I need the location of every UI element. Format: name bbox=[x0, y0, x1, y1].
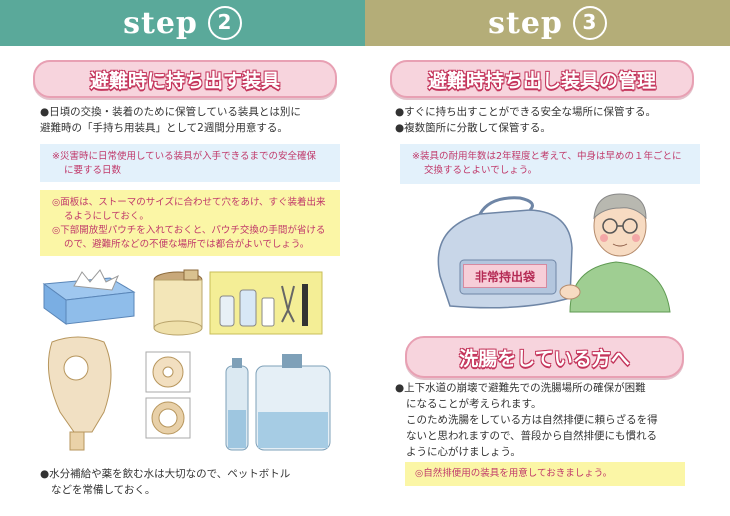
bag-label-text: 非常持出袋 bbox=[474, 269, 535, 284]
step2-bottom-line2: などを常備しておく。 bbox=[51, 484, 156, 496]
step3-header-number: 3 bbox=[572, 6, 607, 40]
jar-icon bbox=[153, 269, 203, 336]
backpack-icon bbox=[437, 196, 573, 309]
step3-para-line2: になることが考えられます。 bbox=[406, 398, 542, 410]
step2-tip2-line1: ◎下部開放型パウチを入れておくと、パウチ交換の手間が省ける bbox=[52, 225, 326, 236]
step2-header: step 2 bbox=[0, 0, 365, 46]
water-tank-icon bbox=[255, 354, 331, 451]
step2-bottom-line1: 水分補給や薬を飲む水は大切なので、ペットボトル bbox=[40, 468, 290, 480]
step2-bullet1: 日頃の交換・装着のために保管している装具とは別に 避難時の「手持ち用装具」として… bbox=[40, 104, 360, 136]
step2-title: 避難時に持ち出す装具 bbox=[33, 60, 337, 98]
step3-header: step 3 bbox=[365, 0, 730, 46]
pouch-icon bbox=[47, 336, 112, 451]
step3-title: 避難時持ち出し装具の管理 bbox=[390, 60, 694, 98]
tissue-box-icon bbox=[42, 269, 136, 325]
emergency-bag-illustration bbox=[437, 193, 671, 313]
step3-tip-text: ◎自然排便用の装具を用意しておきましょう。 bbox=[415, 468, 613, 479]
step2-note-line1: ※災害時に日常使用している装具が入手できるまでの安全確保 bbox=[52, 151, 316, 162]
step2-header-number: 2 bbox=[207, 6, 242, 40]
wafer-icon bbox=[145, 351, 191, 439]
step3-para-line5: ように心がけましょう。 bbox=[406, 446, 521, 458]
supplies-illustration bbox=[42, 269, 331, 451]
step3-note-line2: 交換するとよいでしょう。 bbox=[424, 165, 538, 176]
step2-tips: ◎面板は、ストーマのサイズに合わせて穴をあけ、すぐ装着出来 るようにしておく。 … bbox=[40, 190, 340, 256]
step2-bullet1-line2: 避難時の「手持ち用装具」として2週間分用意する。 bbox=[40, 122, 288, 134]
step3-title2-text: 洗腸をしている方へ bbox=[459, 347, 630, 370]
step3-bullet2: 複数箇所に分散して保管する。 bbox=[395, 122, 551, 134]
step3-para-line4: ないと思われますので、普段から自然排便にも慣れる bbox=[406, 430, 658, 442]
step3-title-text: 避難時持ち出し装具の管理 bbox=[427, 69, 656, 92]
step3-note: ※装具の耐用年数は2年程度と考えて、中身は早めの１年ごとに 交換するとよいでしょ… bbox=[400, 144, 700, 184]
step3-tip: ◎自然排便用の装具を用意しておきましょう。 bbox=[405, 462, 685, 486]
step3-bullet1: すぐに持ち出すことができる安全な場所に保管する。 bbox=[395, 106, 656, 118]
step2-tip2-line2: ので、避難所などの不便な場所では都合がよいでしょう。 bbox=[64, 239, 310, 250]
step2-note: ※災害時に日常使用している装具が入手できるまでの安全確保 に要する日数 bbox=[40, 144, 340, 182]
bag-label: 非常持出袋 bbox=[463, 264, 547, 288]
step2-tip1-line1: ◎面板は、ストーマのサイズに合わせて穴をあけ、すぐ装着出来 bbox=[52, 197, 326, 208]
step3-para-line1: 上下水道の崩壊で避難先での洗腸場所の確保が困難 bbox=[395, 382, 646, 394]
step3-bullets: すぐに持ち出すことができる安全な場所に保管する。 複数箇所に分散して保管する。 bbox=[395, 104, 715, 136]
step2-bottom-note: 水分補給や薬を飲む水は大切なので、ペットボトル などを常備しておく。 bbox=[40, 466, 360, 498]
step3-title2: 洗腸をしている方へ bbox=[405, 336, 684, 378]
step2-header-word: step bbox=[123, 5, 198, 41]
step2-bullet1-line1: 日頃の交換・装着のために保管している装具とは別に bbox=[40, 106, 301, 118]
step3-note-line1: ※装具の耐用年数は2年程度と考えて、中身は早めの１年ごとに bbox=[412, 151, 682, 162]
step2-note-line2: に要する日数 bbox=[64, 165, 122, 176]
step2-tip1-line2: るようにしておく。 bbox=[64, 211, 149, 222]
step3-header-word: step bbox=[488, 5, 563, 41]
step3-paragraph: 上下水道の崩壊で避難先での洗腸場所の確保が困難 になることが考えられます。 この… bbox=[395, 380, 715, 460]
water-bottle-icon bbox=[225, 358, 249, 451]
man-icon bbox=[559, 193, 671, 313]
supply-tray-icon bbox=[209, 271, 323, 335]
step2-title-text: 避難時に持ち出す装具 bbox=[89, 69, 280, 92]
step3-para-line3: このため洗腸をしている方は自然排便に頼らざるを得 bbox=[406, 414, 658, 426]
